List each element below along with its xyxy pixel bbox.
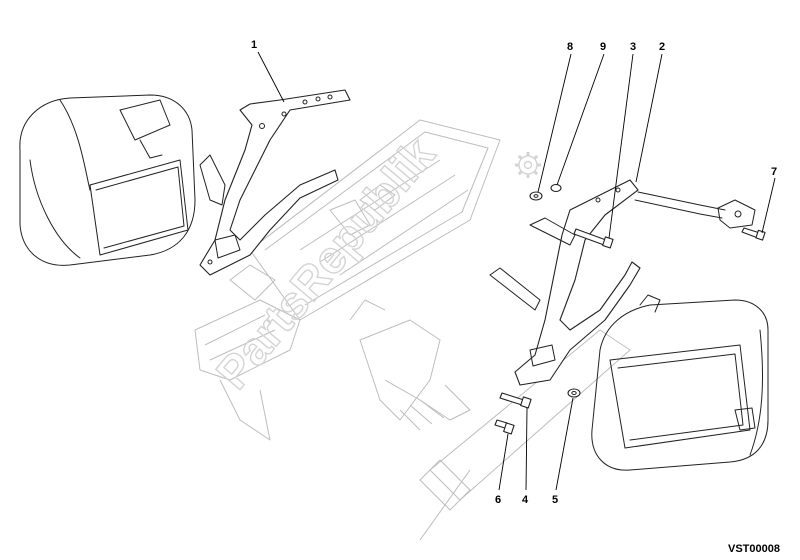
callout-9: 9: [600, 41, 606, 53]
leader-8: [537, 53, 572, 193]
leader-7: [761, 177, 776, 234]
callout-1: 1: [251, 39, 257, 51]
left-rack-bracket: [199, 89, 351, 276]
leader-9: [556, 53, 605, 186]
leader-6: [498, 433, 509, 491]
leader-5: [555, 397, 574, 491]
callout-3: 3: [630, 41, 636, 53]
callout-8: 8: [567, 41, 573, 53]
leader-4: [525, 407, 528, 491]
left-pannier: [19, 94, 196, 266]
callout-4: 4: [522, 494, 529, 506]
callout-7: 7: [771, 166, 777, 178]
leader-2: [635, 53, 663, 183]
right-rack-bracket: [489, 179, 756, 386]
drawing-code: VST00008: [728, 543, 780, 555]
leader-lines: [257, 51, 776, 491]
leader-3: [608, 53, 634, 239]
gear-icon: [515, 152, 541, 178]
callout-2: 2: [659, 41, 665, 53]
callout-5: 5: [552, 494, 558, 506]
motorcycle-rear-frame: [194, 119, 631, 541]
right-pannier: [591, 294, 769, 471]
hardware: [494, 183, 766, 435]
callout-labels: 1 2 3 4 5 6 7 8 9: [251, 39, 777, 506]
callout-6: 6: [495, 494, 501, 506]
leader-1: [257, 51, 285, 103]
